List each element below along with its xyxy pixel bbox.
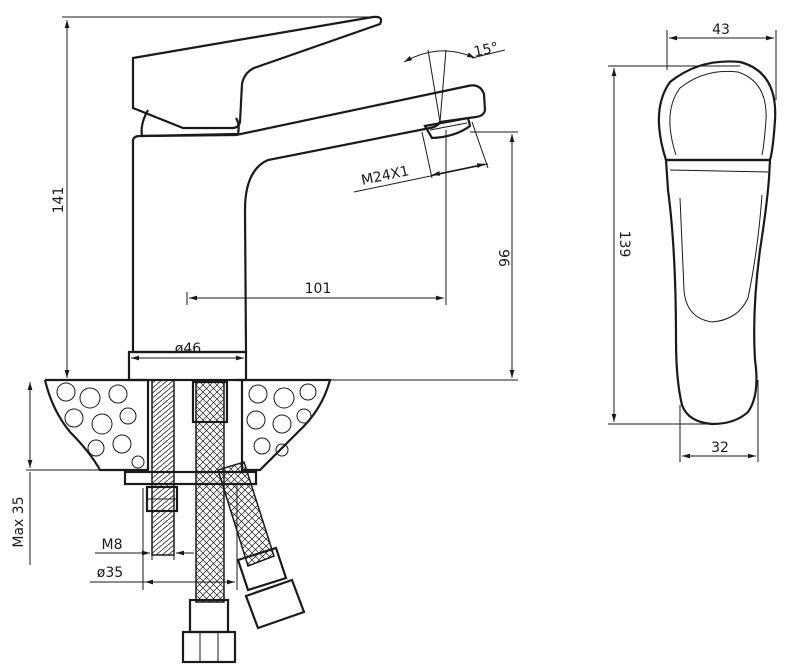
mounting-plate <box>123 470 258 486</box>
faucet-body <box>131 84 487 354</box>
threaded-stud <box>151 379 175 556</box>
handle-lever <box>131 15 383 130</box>
dim-spout-height: 96 <box>495 249 511 267</box>
faucet-side-view <box>657 60 777 426</box>
dim-side-height: 139 <box>616 231 632 258</box>
front-dimensions: 141 96 101 ø46 M24X1 15° Max 35 <box>11 16 518 590</box>
dim-hole-diameter: ø35 <box>97 565 123 581</box>
hose-fitting-angled <box>244 578 306 630</box>
hose-fitting-bottom <box>181 630 237 664</box>
dim-side-width-bottom: 32 <box>711 440 729 456</box>
hose-vertical <box>195 381 225 603</box>
side-body-outline <box>664 158 772 426</box>
side-dimensions: 43 139 32 <box>608 22 777 462</box>
dim-spout-angle: 15° <box>472 40 500 61</box>
dim-total-height: 141 <box>51 187 67 214</box>
dim-mounting-thickness: Max 35 <box>11 496 27 547</box>
hose-angled <box>217 461 275 567</box>
countertop-section <box>43 378 332 472</box>
dim-side-width-top: 43 <box>712 22 730 38</box>
aerator <box>423 116 472 140</box>
side-handle-outline <box>657 60 777 162</box>
dim-stud-thread: M8 <box>102 537 123 553</box>
stone-texture <box>56 382 317 469</box>
dim-body-diameter: ø46 <box>175 341 201 357</box>
dim-spout-reach: 101 <box>305 281 332 297</box>
faucet-front-view <box>43 15 487 664</box>
handle-base <box>140 109 240 138</box>
base-plate <box>127 350 248 382</box>
